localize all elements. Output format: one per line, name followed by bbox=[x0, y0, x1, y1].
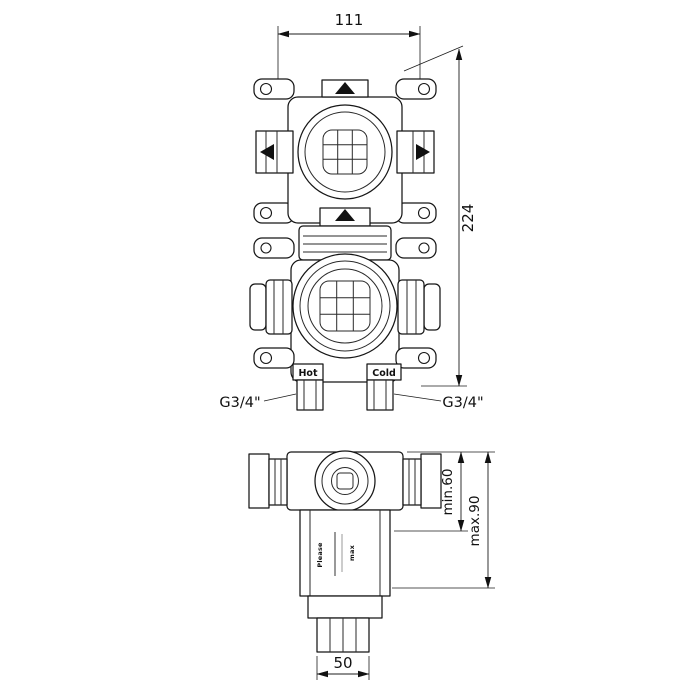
screw-hole bbox=[417, 351, 431, 365]
thread-left-label: G3/4" bbox=[219, 395, 260, 411]
dim-depth-max-label: max.90 bbox=[467, 496, 483, 547]
cold-label: Cold bbox=[372, 368, 396, 379]
mounting-ears-top-module bbox=[253, 78, 437, 224]
screw-hole bbox=[417, 206, 431, 220]
screw-hole bbox=[418, 242, 430, 254]
hot-port-tag: Hot bbox=[292, 363, 324, 381]
front-view: 111 224 bbox=[219, 11, 483, 411]
dim-height-label: 224 bbox=[459, 204, 477, 233]
screw-hole bbox=[259, 206, 273, 220]
mounting-ears-bottom-module bbox=[253, 347, 437, 369]
engraving-text-2: max bbox=[348, 544, 356, 561]
top-module-right-port bbox=[396, 130, 435, 174]
side-view-main-body: Please max bbox=[299, 509, 391, 597]
bottom-module-left-port bbox=[249, 279, 293, 335]
thread-callout-left: G3/4" bbox=[219, 393, 297, 411]
screw-hole bbox=[259, 351, 273, 365]
flow-arrow-up-icon bbox=[335, 82, 355, 94]
dimension-height: 224 bbox=[403, 45, 477, 387]
top-module-left-port bbox=[255, 130, 294, 174]
top-valve-cartridge bbox=[297, 104, 393, 200]
top-outlet-cap bbox=[321, 79, 369, 98]
cold-port-tag: Cold bbox=[366, 363, 402, 381]
dimension-depth-min: min.60 bbox=[394, 451, 495, 532]
dimension-base-width: 50 bbox=[316, 654, 370, 680]
bottom-valve-cartridge bbox=[292, 253, 398, 359]
side-view-base bbox=[307, 595, 383, 653]
thread-callout-right: G3/4" bbox=[393, 393, 484, 411]
left-flange-hatched bbox=[248, 453, 270, 509]
dim-width-label: 111 bbox=[335, 11, 364, 29]
dim-depth-min-label: min.60 bbox=[440, 469, 456, 516]
dim-base-width-label: 50 bbox=[333, 654, 352, 672]
side-view: Please max min.60 max.90 bbox=[248, 450, 495, 680]
cold-inlet-port bbox=[366, 379, 394, 411]
engraving-text-1: Please bbox=[316, 542, 324, 568]
right-flange-hatched bbox=[420, 453, 442, 509]
screw-hole bbox=[260, 242, 272, 254]
front-outlet-circle bbox=[314, 450, 376, 512]
screw-hole bbox=[259, 82, 273, 96]
side-view-port-assembly bbox=[248, 450, 442, 512]
middle-connector bbox=[253, 207, 437, 261]
dimension-width: 111 bbox=[277, 11, 421, 84]
hot-inlet-port bbox=[296, 379, 324, 411]
thread-right-label: G3/4" bbox=[442, 395, 483, 411]
hot-label: Hot bbox=[298, 368, 317, 379]
dimension-depth-max: max.90 bbox=[392, 451, 495, 589]
flow-arrow-up-icon bbox=[335, 209, 355, 221]
flow-arrow-right-icon bbox=[416, 144, 430, 160]
bottom-module-right-port bbox=[397, 279, 441, 335]
flow-arrow-left-icon bbox=[260, 144, 274, 160]
screw-hole bbox=[417, 82, 431, 96]
